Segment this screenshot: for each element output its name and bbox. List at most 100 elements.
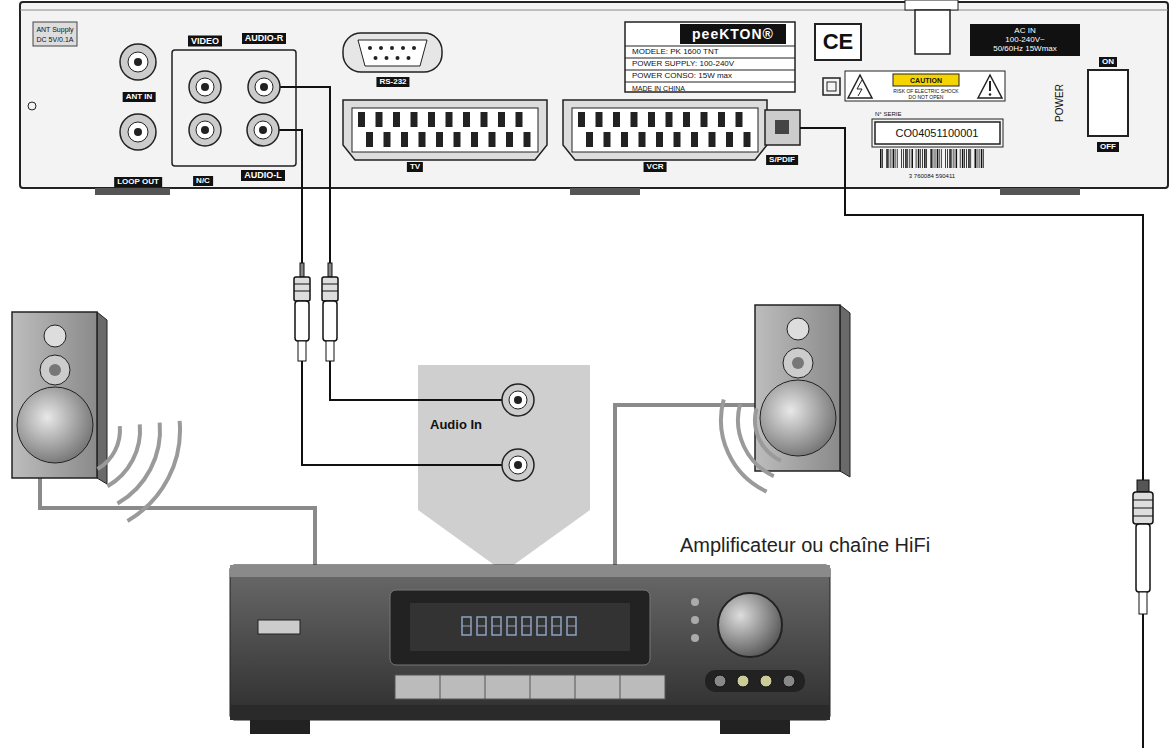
- speaker: [44, 325, 66, 347]
- scart-connector: [393, 112, 400, 127]
- optical-plug: [1133, 492, 1153, 524]
- av-jacks: [189, 114, 221, 146]
- rs232-connector: [401, 46, 405, 50]
- scart-connector: [411, 112, 418, 127]
- node-shape: [760, 675, 772, 687]
- speaker-wires: [40, 478, 315, 565]
- barcode: [975, 149, 977, 168]
- rs232-connector: [379, 46, 383, 50]
- barcode: [880, 149, 882, 168]
- panel-label: ANT Supply: [36, 26, 73, 33]
- optical-plug: [1133, 516, 1153, 517]
- optical-plug: [1139, 592, 1147, 614]
- panel-label: MADE IN CHINA: [632, 85, 685, 92]
- scart-connector: [516, 112, 523, 127]
- antenna-jacks: [134, 58, 142, 66]
- panel-label: AC IN: [1014, 27, 1035, 35]
- node-shape: [485, 675, 486, 699]
- node-shape: [230, 565, 830, 720]
- rs232-connector: [358, 40, 427, 66]
- barcode: [937, 149, 939, 168]
- node-shape: [522, 617, 531, 635]
- sound-waves: [738, 404, 774, 476]
- barcode: [934, 149, 936, 168]
- rating-plate: [625, 22, 795, 92]
- av-jacks: [196, 78, 214, 96]
- node-shape: [567, 617, 576, 635]
- barcode: [945, 149, 947, 168]
- scart-connector: [384, 132, 391, 147]
- node-shape: [250, 720, 310, 734]
- caution-label: [845, 71, 1005, 101]
- barcode: [886, 149, 888, 168]
- caution-label: [989, 93, 992, 96]
- barcode: [901, 149, 903, 168]
- rca-plug: [294, 291, 310, 292]
- sound-waves: [108, 424, 141, 486]
- node-shape: [260, 83, 268, 91]
- barcode: [949, 149, 951, 168]
- spdif-jack: [765, 110, 800, 145]
- sound-waves: [128, 421, 181, 521]
- barcode: [930, 149, 932, 168]
- av-jacks: [196, 121, 214, 139]
- audio-input-panel: Audio In: [418, 365, 590, 510]
- scart-connector: [343, 100, 547, 160]
- panel-label: VIDEO: [188, 36, 222, 47]
- barcode: [932, 149, 934, 168]
- panel-label: RISK OF ELECTRIC SHOCK: [893, 89, 958, 94]
- rating-plate: [680, 24, 786, 44]
- av-jacks: [201, 83, 209, 91]
- speaker: [755, 305, 850, 477]
- antenna-jacks: [128, 52, 148, 72]
- node-shape: [509, 456, 527, 474]
- antenna-jacks: [134, 128, 142, 136]
- rating-plate: [625, 22, 795, 92]
- panel-label: CAUTION: [910, 77, 942, 84]
- node-shape: [537, 617, 546, 635]
- rs232-connector: [343, 33, 442, 72]
- amplifier: Amplificateur ou chaîne HiFi: [230, 565, 830, 720]
- scart-connector: [376, 112, 383, 127]
- power-cord: [905, 0, 958, 10]
- barcode: [938, 149, 940, 168]
- barcode: [924, 149, 926, 168]
- scart-connector: [524, 132, 531, 147]
- node-shape: [783, 675, 795, 687]
- barcode: [951, 149, 953, 168]
- caution-label: [848, 75, 872, 98]
- barcode: [912, 149, 914, 168]
- panel-label: 100-240V~: [1005, 36, 1044, 44]
- optical-plug: [1133, 508, 1153, 509]
- panel-label: POWER: [1055, 84, 1065, 122]
- node-shape: [502, 449, 534, 481]
- node-shape: [620, 675, 621, 699]
- node-shape: [418, 365, 590, 572]
- barcode: [956, 149, 958, 168]
- panel-label: VCR: [644, 162, 667, 172]
- scart-connector: [446, 112, 453, 127]
- barcode: [882, 149, 884, 168]
- node-shape: [691, 616, 699, 624]
- barcode: [918, 149, 920, 168]
- panel-label: POWER SUPPLY: 100-240V: [632, 60, 734, 68]
- speaker-wires: [40, 405, 755, 565]
- caution-label: [989, 81, 991, 91]
- rca-plug: [295, 301, 309, 341]
- node-shape: [440, 675, 441, 699]
- node-label: Amplificateur ou chaîne HiFi: [680, 535, 930, 555]
- caution-label: [893, 74, 959, 86]
- panel-label: CE: [823, 31, 854, 53]
- rs232-connector: [390, 46, 394, 50]
- panel-label: 3 760084 590411: [909, 173, 955, 179]
- barcode: [959, 149, 961, 168]
- node-shape: [718, 593, 782, 657]
- rs232-connector: [374, 56, 378, 60]
- back-panel: [20, 10, 1168, 11]
- rating-plate: [625, 58, 795, 59]
- rs232-connector: [385, 56, 389, 60]
- speaker: [49, 364, 61, 376]
- audio-cable: [292, 87, 418, 400]
- scart-connector: [428, 112, 435, 127]
- node-shape: [522, 626, 531, 627]
